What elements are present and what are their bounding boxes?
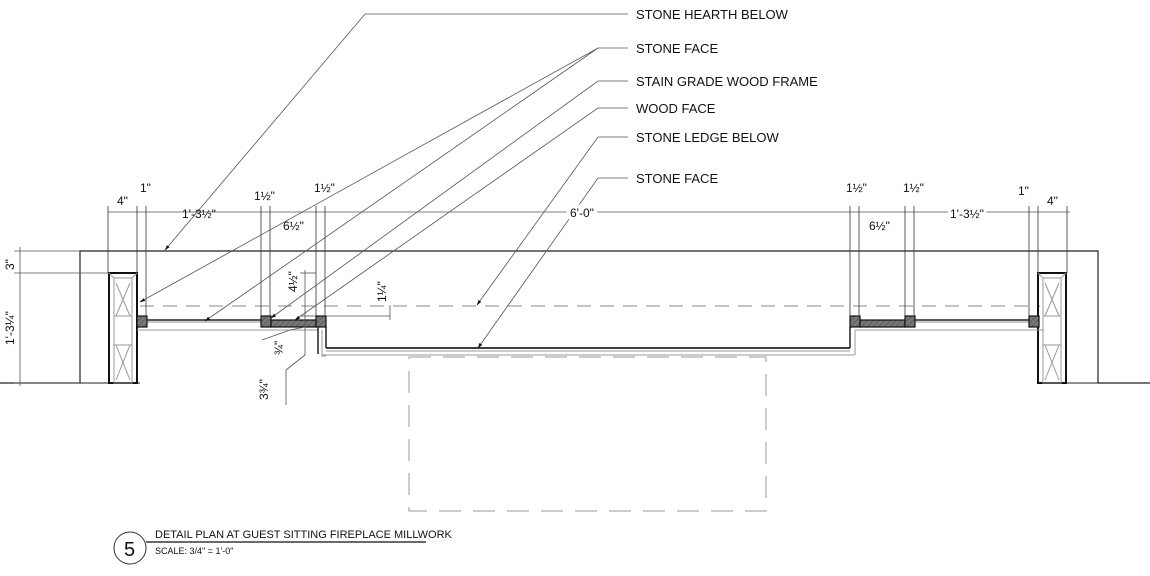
note-stone-hearth-below: STONE HEARTH BELOW: [636, 7, 789, 22]
dim-6-5in-right: 6½": [869, 219, 890, 233]
dim-1-25in-vertical: 1¼": [375, 281, 389, 302]
note-wood-face: WOOD FACE: [636, 101, 716, 116]
dimension-labels-left: 4" 1" 1'-3½" 1½" 6½" 1½": [117, 181, 335, 233]
dim-1-5in-right-a: 1½": [846, 181, 867, 195]
dim-0-75in-vertical: ¾": [272, 341, 286, 355]
dim-3in-vertical: 3": [3, 259, 17, 270]
dim-1ft3-5in-left: 1'-3½": [182, 207, 216, 221]
note-stone-face: STONE FACE: [636, 41, 718, 56]
top-dimension-string: [107, 206, 1070, 316]
dim-1-5in-left-b: 1½": [314, 181, 335, 195]
leader-lines: [139, 13, 628, 349]
detail-title: DETAIL PLAN AT GUEST SITTING FIREPLACE M…: [155, 529, 453, 541]
left-face-run: [136, 315, 327, 357]
step-vertical-dimensions: [261, 270, 391, 405]
dim-1-5in-right-b: 1½": [903, 181, 924, 195]
center-stone-face: [322, 327, 856, 356]
dim-6-5in-left: 6½": [283, 219, 304, 233]
detail-number: 5: [124, 539, 135, 561]
dim-1ft3-5in-right: 1'-3½": [950, 207, 984, 221]
dim-4in-left: 4": [117, 194, 128, 208]
detail-scale: SCALE: 3/4" = 1'-0": [155, 546, 233, 556]
note-stone-ledge-below: STONE LEDGE BELOW: [636, 130, 780, 145]
dimension-labels-right: 1½" 6½" 1½" 1'-3½" 1" 4": [846, 181, 1058, 233]
hearth-outline: [0, 250, 1150, 384]
dim-4-5in-vertical: 4½": [286, 271, 300, 292]
dim-1ft3-25in-vertical: 1'-3¼": [3, 311, 17, 345]
dim-1in-right: 1": [1018, 184, 1029, 198]
dim-1in-left: 1": [140, 181, 151, 195]
right-wood-frame: [1037, 272, 1067, 384]
dim-1-5in-left-a: 1½": [254, 189, 275, 203]
detail-title-block: 5 DETAIL PLAN AT GUEST SITTING FIREPLACE…: [113, 529, 453, 565]
dim-3-75in-vertical: 3¾": [257, 379, 271, 400]
dimension-labels-vertical: 3" 1'-3¼" 4½" 1¼" ¾" 3¾": [0, 259, 389, 400]
note-stain-grade-wood-frame: STAIN GRADE WOOD FRAME: [636, 74, 818, 89]
dim-4in-right: 4": [1047, 194, 1058, 208]
right-face-run: [849, 315, 1043, 331]
left-wood-frame: [108, 272, 138, 384]
left-vertical-dimension: [14, 247, 109, 386]
hearth-below-dashed-outline: [408, 356, 767, 512]
note-stone-face-2: STONE FACE: [636, 171, 718, 186]
annotation-notes: STONE HEARTH BELOW STONE FACE STAIN GRAD…: [636, 7, 818, 186]
dim-6ft-center: 6'-0": [570, 206, 594, 220]
